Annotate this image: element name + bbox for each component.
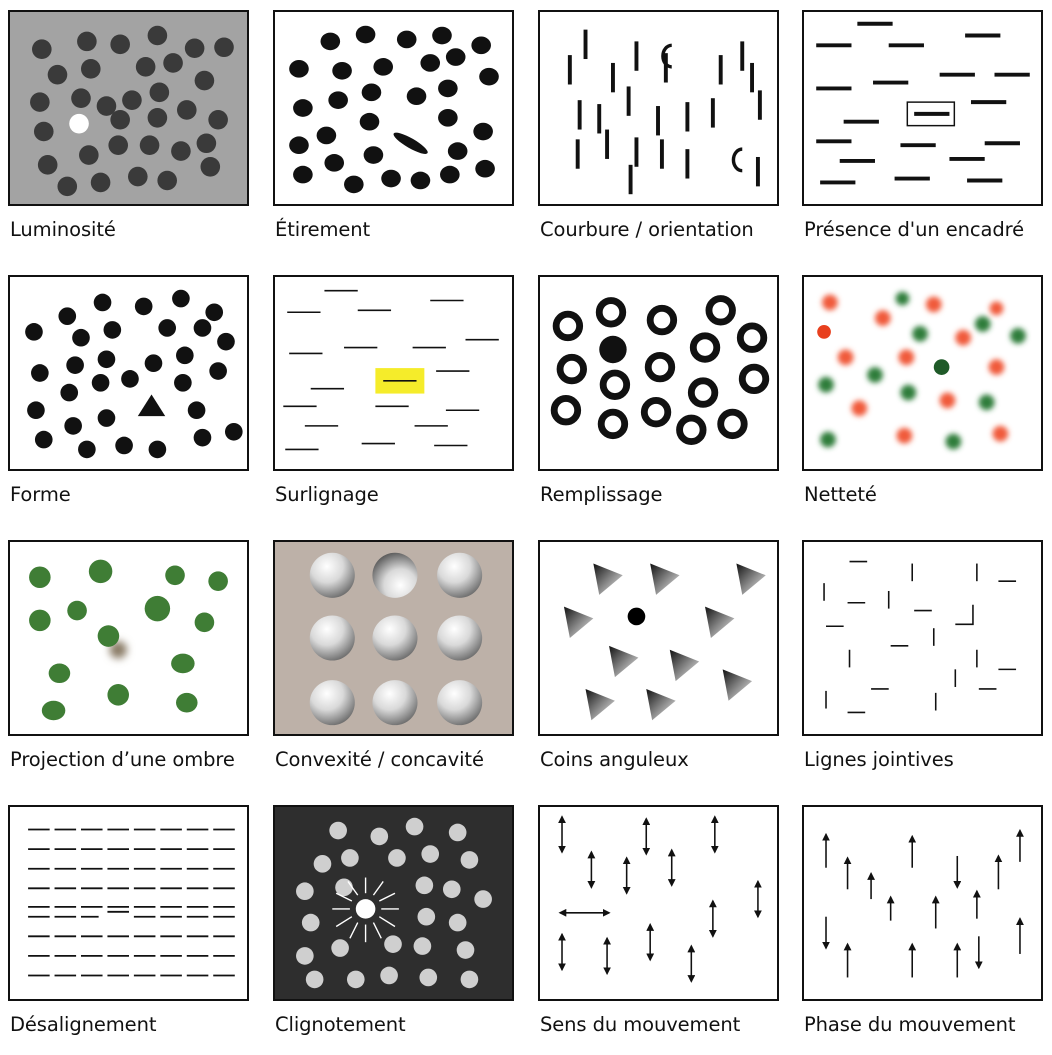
panel-forme: Forme	[8, 275, 253, 525]
panel-etirement: Étirement	[273, 10, 518, 260]
panel-encadre: Présence d'un encadré	[802, 10, 1047, 260]
panel-convexite: Convexité / concavité	[273, 540, 518, 790]
panel-frame	[273, 540, 514, 736]
panel-frame	[802, 275, 1043, 471]
panel-frame	[538, 275, 779, 471]
caption-courbure: Courbure / orientation	[540, 218, 754, 241]
panel-desalignement: Désalignement	[8, 805, 253, 1055]
caption-encadre: Présence d'un encadré	[804, 218, 1024, 241]
encadre-figure	[804, 12, 1041, 204]
coins-figure	[540, 542, 777, 734]
caption-luminosite: Luminosité	[10, 218, 116, 241]
caption-forme: Forme	[10, 483, 71, 506]
remplissage-figure	[540, 277, 777, 469]
panel-luminosite: Luminosité	[8, 10, 253, 260]
panel-frame	[8, 540, 249, 736]
panel-frame	[273, 10, 514, 206]
caption-clignotement: Clignotement	[275, 1013, 406, 1036]
panel-frame	[538, 10, 779, 206]
panel-coins: Coins anguleux	[538, 540, 783, 790]
caption-coins: Coins anguleux	[540, 748, 689, 771]
surlignage-figure	[275, 277, 512, 469]
ombre-figure	[10, 542, 247, 734]
panel-surlignage: Surlignage	[273, 275, 518, 525]
panel-ombre: Projection d’une ombre	[8, 540, 253, 790]
panel-sens-mouvement: Sens du mouvement	[538, 805, 783, 1055]
sens-mouvement-figure	[540, 807, 777, 999]
panel-frame	[8, 805, 249, 1001]
convexite-figure	[275, 542, 512, 734]
forme-figure	[10, 277, 247, 469]
luminosite-figure	[10, 12, 247, 204]
panel-frame	[273, 805, 514, 1001]
caption-convexite: Convexité / concavité	[275, 748, 484, 771]
caption-surlignage: Surlignage	[275, 483, 379, 506]
caption-nettete: Netteté	[804, 483, 877, 506]
panel-frame	[538, 805, 779, 1001]
etirement-figure	[275, 12, 512, 204]
panel-frame	[8, 10, 249, 206]
panel-frame	[802, 540, 1043, 736]
panel-nettete: Netteté	[802, 275, 1047, 525]
caption-etirement: Étirement	[275, 218, 370, 241]
caption-sens-mouvement: Sens du mouvement	[540, 1013, 740, 1036]
caption-lignes-jointives: Lignes jointives	[804, 748, 954, 771]
clignotement-figure	[275, 807, 512, 999]
panel-frame	[802, 10, 1043, 206]
caption-remplissage: Remplissage	[540, 483, 662, 506]
panel-frame	[273, 275, 514, 471]
panel-frame	[8, 275, 249, 471]
courbure-figure	[540, 12, 777, 204]
phase-mouvement-figure	[804, 807, 1041, 999]
panel-frame	[538, 540, 779, 736]
nettete-figure	[804, 277, 1041, 469]
panel-remplissage: Remplissage	[538, 275, 783, 525]
panel-clignotement: Clignotement	[273, 805, 518, 1055]
desalignement-figure	[10, 807, 247, 999]
panel-lignes-jointives: Lignes jointives	[802, 540, 1047, 790]
panel-frame	[802, 805, 1043, 1001]
caption-desalignement: Désalignement	[10, 1013, 156, 1036]
panel-phase-mouvement: Phase du mouvement	[802, 805, 1047, 1055]
caption-phase-mouvement: Phase du mouvement	[804, 1013, 1015, 1036]
caption-ombre: Projection d’une ombre	[10, 748, 235, 771]
panel-courbure: Courbure / orientation	[538, 10, 783, 260]
lignes-jointives-figure	[804, 542, 1041, 734]
